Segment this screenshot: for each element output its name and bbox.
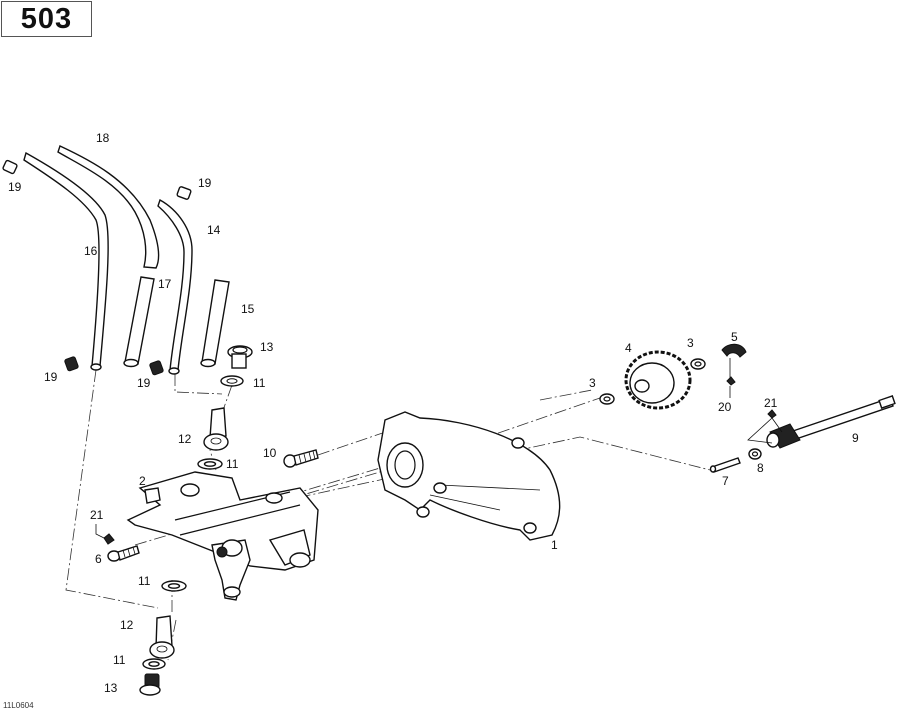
callout-14: 14 — [207, 223, 221, 237]
callout-6: 6 — [95, 552, 102, 566]
hose-14 — [157, 198, 193, 375]
callout-13: 13 — [104, 681, 118, 695]
clamp-19 — [2, 159, 18, 175]
callout-9: 9 — [852, 431, 859, 445]
pin-20 — [726, 376, 736, 386]
alignment-line — [539, 389, 593, 401]
clamp-19 — [149, 360, 164, 376]
pump-cover-1 — [377, 411, 561, 541]
washer-11 — [197, 458, 223, 470]
shaft-9 — [766, 395, 896, 449]
hose-15 — [200, 279, 230, 368]
leader-line — [747, 417, 783, 444]
callout-19: 19 — [44, 370, 58, 384]
washer-11 — [142, 658, 166, 670]
callout-7: 7 — [722, 474, 729, 488]
callout-21: 21 — [90, 508, 104, 522]
callout-16: 16 — [84, 244, 98, 258]
washer-11 — [220, 375, 244, 387]
callout-18: 18 — [96, 131, 110, 145]
callout-19: 19 — [198, 176, 212, 190]
banjo-fitting-12 — [149, 615, 175, 659]
callout-4: 4 — [625, 341, 632, 355]
screw-6 — [107, 545, 140, 562]
clamp-19 — [64, 356, 79, 372]
callout-11: 11 — [138, 574, 151, 588]
callout-11: 11 — [113, 653, 126, 667]
banjo-bolt-13 — [227, 345, 253, 369]
pin-21 — [103, 533, 115, 545]
pin-21 — [767, 409, 777, 419]
callout-1: 1 — [551, 538, 558, 552]
washer-3 — [599, 393, 615, 405]
leader-line — [95, 524, 105, 539]
callout-21: 21 — [764, 396, 778, 410]
alignment-line — [317, 426, 401, 456]
hose-16 — [23, 151, 109, 371]
hose-18 — [57, 145, 160, 269]
banjo-bolt-13 — [139, 673, 161, 696]
callout-2: 2 — [139, 474, 146, 488]
callout-20: 20 — [718, 400, 732, 414]
washer-8 — [748, 448, 762, 460]
banjo-fitting-12 — [203, 407, 229, 451]
figure-code: 11L0604 — [3, 701, 34, 710]
pin-7 — [709, 457, 741, 473]
callout-3: 3 — [687, 336, 694, 350]
page-number-badge: 503 — [1, 1, 92, 37]
callout-labels: 18 19 19 14 16 17 15 13 19 19 11 12 11 1… — [8, 131, 859, 695]
hose-17 — [123, 276, 155, 368]
callout-13: 13 — [260, 340, 274, 354]
oil-pump-body-2 — [126, 471, 319, 601]
callout-11: 11 — [226, 457, 239, 471]
callout-12: 12 — [120, 618, 134, 632]
clamp-19 — [176, 186, 192, 200]
callout-3: 3 — [589, 376, 596, 390]
callout-17: 17 — [158, 277, 172, 291]
callout-8: 8 — [757, 461, 764, 475]
callout-10: 10 — [263, 446, 277, 460]
callout-12: 12 — [178, 432, 192, 446]
alignment-line — [174, 374, 223, 395]
washer-11 — [161, 580, 187, 592]
alignment-line — [65, 369, 159, 609]
clip-5 — [721, 343, 747, 358]
callout-19: 19 — [137, 376, 151, 390]
callout-11: 11 — [253, 376, 266, 390]
callout-15: 15 — [241, 302, 255, 316]
callout-5: 5 — [731, 330, 738, 344]
callout-19: 19 — [8, 180, 22, 194]
alignment-line — [134, 397, 601, 546]
gear-4 — [624, 350, 692, 410]
washer-3 — [690, 358, 706, 370]
screw-10 — [283, 449, 319, 468]
